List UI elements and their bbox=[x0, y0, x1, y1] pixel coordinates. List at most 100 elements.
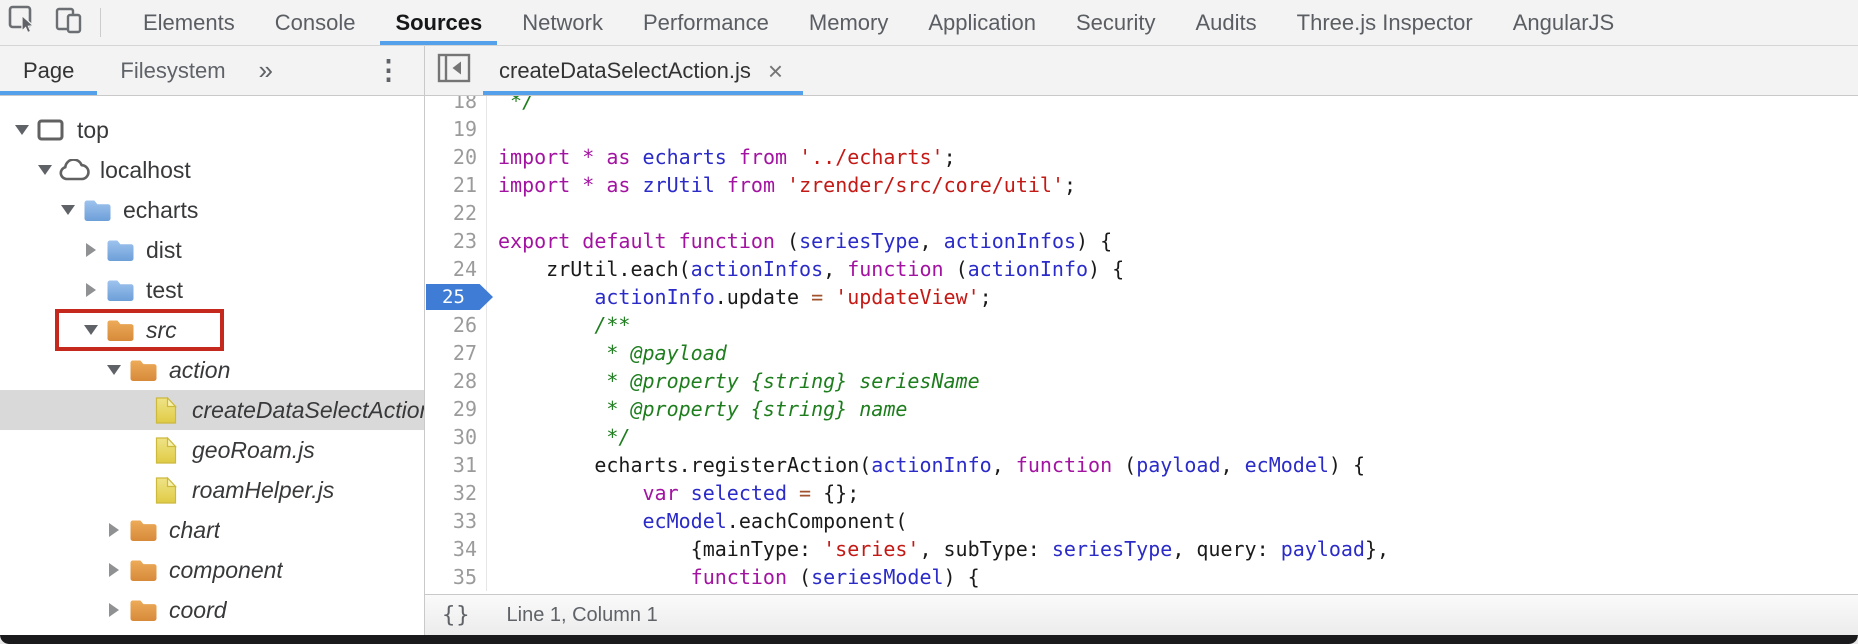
tree-item-test[interactable]: test bbox=[0, 270, 424, 310]
tab-application[interactable]: Application bbox=[928, 9, 1036, 35]
tree-item-dist[interactable]: dist bbox=[0, 230, 424, 270]
line-number[interactable]: 27 bbox=[425, 339, 487, 367]
tree-item-georoamjs[interactable]: geoRoam.js bbox=[0, 430, 424, 470]
code-token: echarts.registerAction( bbox=[498, 453, 872, 477]
tab-audits[interactable]: Audits bbox=[1195, 9, 1257, 35]
tab-threejs-inspector[interactable]: Three.js Inspector bbox=[1296, 9, 1473, 35]
code-token: , subType: bbox=[919, 537, 1052, 561]
navigator-menu-button[interactable]: ⋮ bbox=[353, 46, 424, 95]
code-token: seriesType bbox=[1051, 537, 1173, 561]
navigator-tabs: Page Filesystem bbox=[0, 46, 249, 95]
tree-item-localhost[interactable]: localhost bbox=[0, 150, 424, 190]
triangle-down-icon[interactable] bbox=[56, 205, 80, 215]
line-number[interactable]: 20 bbox=[425, 143, 487, 171]
triangle-right-icon[interactable] bbox=[102, 563, 126, 577]
tree-item-roamhelperjs[interactable]: roamHelper.js bbox=[0, 470, 424, 510]
triangle-right-icon[interactable] bbox=[102, 603, 126, 617]
tree-item-label: echarts bbox=[123, 196, 199, 223]
code-token: function bbox=[1015, 453, 1113, 477]
tree-item-component[interactable]: component bbox=[0, 550, 424, 590]
triangle-down-icon[interactable] bbox=[10, 125, 34, 135]
navigator-tab-page[interactable]: Page bbox=[0, 46, 98, 95]
triangle-right-icon[interactable] bbox=[79, 283, 103, 297]
line-number[interactable]: 29 bbox=[425, 395, 487, 423]
line-number[interactable]: 24 bbox=[425, 255, 487, 283]
collapse-navigator-button[interactable] bbox=[425, 46, 483, 95]
tree-item-label: dist bbox=[146, 236, 182, 263]
navigator-tab-filesystem[interactable]: Filesystem bbox=[120, 57, 226, 83]
tree-item-coord[interactable]: coord bbox=[0, 590, 424, 630]
code-token: export bbox=[498, 229, 571, 253]
pretty-print-button[interactable]: {} bbox=[442, 602, 471, 628]
code-token: import bbox=[498, 173, 571, 197]
line-number[interactable]: 25 bbox=[425, 283, 493, 311]
tree-item-top[interactable]: top bbox=[0, 110, 424, 150]
inspect-element-button[interactable] bbox=[0, 0, 46, 45]
triangle-right-icon[interactable] bbox=[79, 243, 103, 257]
folder-icon bbox=[126, 518, 160, 542]
code-token: * @property {string} seriesName bbox=[498, 369, 980, 393]
tab-sources[interactable]: Sources bbox=[375, 0, 502, 45]
line-number[interactable]: 34 bbox=[425, 535, 487, 563]
tab-performance[interactable]: Performance bbox=[642, 9, 769, 35]
line-number[interactable]: 22 bbox=[425, 199, 487, 227]
tree-item-src[interactable]: src bbox=[0, 309, 424, 351]
code-token bbox=[787, 481, 799, 505]
line-number[interactable]: 28 bbox=[425, 367, 487, 395]
tree-item-createdataselectactionjs[interactable]: createDataSelectAction.js bbox=[0, 390, 424, 430]
code-line: 30 */ bbox=[425, 423, 1858, 451]
close-tab-icon[interactable]: × bbox=[767, 55, 784, 86]
file-icon bbox=[149, 435, 183, 465]
line-number[interactable]: 23 bbox=[425, 227, 487, 255]
line-number[interactable]: 31 bbox=[425, 451, 487, 479]
device-toolbar-button[interactable] bbox=[46, 0, 92, 45]
code-token: ) { bbox=[1088, 257, 1125, 281]
device-toolbar-icon bbox=[54, 5, 84, 40]
more-tabs-button[interactable]: » bbox=[249, 46, 283, 95]
line-number[interactable]: 18 bbox=[425, 96, 487, 115]
navigator-panel: Page Filesystem » ⋮ top localhost echarts di… bbox=[0, 46, 425, 635]
line-number[interactable]: 19 bbox=[425, 115, 487, 143]
code-token bbox=[570, 145, 582, 169]
triangle-down-icon[interactable] bbox=[102, 365, 126, 375]
toolbar-separator bbox=[100, 8, 101, 37]
triangle-down-icon[interactable] bbox=[79, 325, 103, 335]
code-token: actionInfos bbox=[943, 229, 1077, 253]
code-line: 31 echarts.registerAction(actionInfo, fu… bbox=[425, 451, 1858, 479]
tree-item-action[interactable]: action bbox=[0, 350, 424, 390]
line-number[interactable]: 32 bbox=[425, 479, 487, 507]
code-token: as bbox=[606, 145, 631, 169]
tree-item-echarts[interactable]: echarts bbox=[0, 190, 424, 230]
code-line: 26 /** bbox=[425, 311, 1858, 339]
code-token: 'updateView' bbox=[835, 285, 980, 309]
file-tab[interactable]: createDataSelectAction.js × bbox=[483, 46, 804, 95]
code-token: from bbox=[726, 173, 775, 197]
tab-security[interactable]: Security bbox=[1076, 9, 1156, 35]
tree-item-chart[interactable]: chart bbox=[0, 510, 424, 550]
line-number[interactable]: 35 bbox=[425, 563, 487, 591]
tab-elements[interactable]: Elements bbox=[143, 9, 235, 35]
code-line: 27 * @payload bbox=[425, 339, 1858, 367]
line-number[interactable]: 33 bbox=[425, 507, 487, 535]
tab-network[interactable]: Network bbox=[522, 9, 603, 35]
file-icon bbox=[149, 475, 183, 505]
tab-angularjs[interactable]: AngularJS bbox=[1512, 9, 1615, 35]
line-number[interactable]: 21 bbox=[425, 171, 487, 199]
tree-item-label: src bbox=[146, 316, 177, 343]
tab-memory[interactable]: Memory bbox=[808, 9, 889, 35]
tab-console[interactable]: Console bbox=[274, 9, 356, 35]
code-token: 'zrender/src/core/util' bbox=[787, 173, 1064, 197]
triangle-right-icon[interactable] bbox=[102, 523, 126, 537]
triangle-down-icon[interactable] bbox=[33, 165, 57, 175]
line-number[interactable]: 30 bbox=[425, 423, 487, 451]
tree-item-label: localhost bbox=[100, 156, 191, 183]
line-number[interactable]: 26 bbox=[425, 311, 487, 339]
code-token: as bbox=[606, 173, 631, 197]
code-token bbox=[630, 145, 642, 169]
cloud-icon bbox=[57, 158, 91, 182]
